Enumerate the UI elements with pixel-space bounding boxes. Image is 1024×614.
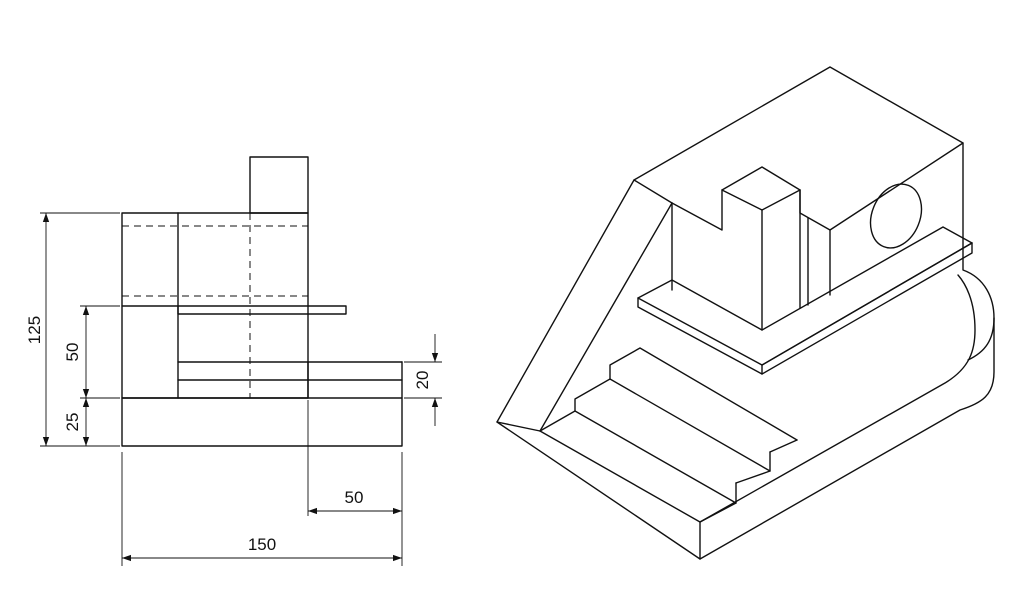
hidden-lines — [122, 213, 308, 398]
iso-plate — [637, 226, 973, 375]
orthographic-view: 125 50 25 20 50 150 — [25, 156, 442, 566]
iso-base-front-edge — [496, 421, 701, 560]
base-block — [121, 397, 403, 447]
dimension-labels: 125 50 25 20 50 150 — [25, 316, 432, 554]
isometric-view — [496, 66, 995, 560]
extension-lines — [40, 212, 442, 566]
iso-outline — [496, 66, 995, 560]
iso-base-right-top — [699, 274, 976, 523]
iso-base-rounded-edge — [967, 317, 995, 361]
dim-label-50-horizontal: 50 — [345, 488, 364, 507]
middle-plate — [177, 305, 347, 315]
dimension-lines — [42, 213, 439, 562]
dim-label-50-vertical: 50 — [63, 343, 82, 362]
dim-label-20: 20 — [413, 371, 432, 390]
dim-label-125: 125 — [25, 316, 44, 344]
iso-hole — [869, 183, 923, 249]
dim-label-150: 150 — [248, 535, 276, 554]
iso-stairs — [539, 347, 798, 523]
iso-top-block — [671, 142, 964, 331]
top-boss — [249, 156, 309, 214]
dim-label-25: 25 — [63, 413, 82, 432]
